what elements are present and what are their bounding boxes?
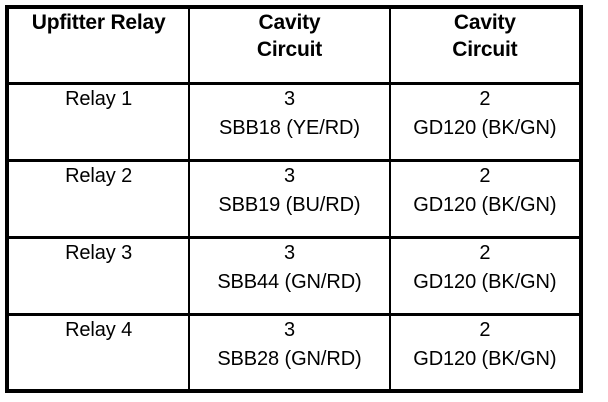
cell-cavity-circuit-b: 2 GD120 (BK/GN) <box>388 160 581 239</box>
cavity-number-text: 3 <box>283 87 295 110</box>
circuit-code-text: GD120 (BK/GN) <box>413 116 557 139</box>
cell-relay-name: Relay 3 <box>7 237 190 316</box>
table-row: Relay 4 3 SBB28 (GN/RD) 2 GD120 (BK/GN) <box>7 314 581 391</box>
cavity-number-text: 3 <box>283 318 295 341</box>
cell-relay-name: Relay 1 <box>7 83 190 162</box>
column-header-cavity-circuit-b-line-2: Circuit <box>452 38 518 61</box>
cell-relay-name: Relay 4 <box>7 314 190 391</box>
table-row: Relay 1 3 SBB18 (YE/RD) 2 GD120 (BK/GN) <box>7 83 581 162</box>
cell-cavity-circuit-a: 3 SBB18 (YE/RD) <box>188 83 390 162</box>
table-row: Relay 3 3 SBB44 (GN/RD) 2 GD120 (BK/GN) <box>7 237 581 316</box>
column-header-cavity-circuit-b-line-1: Cavity <box>453 11 516 34</box>
cavity-number-text: 2 <box>479 318 491 341</box>
cavity-number-text: 2 <box>479 164 491 187</box>
column-header-upfitter-relay: Upfitter Relay <box>7 7 190 85</box>
column-header-cavity-circuit-a-line-1: Cavity <box>258 11 321 34</box>
table-header-row: Upfitter Relay Cavity Circuit Cavity Cir… <box>7 7 581 85</box>
circuit-code-text: SBB19 (BU/RD) <box>218 193 361 216</box>
cell-cavity-circuit-a: 3 SBB44 (GN/RD) <box>188 237 390 316</box>
column-header-cavity-circuit-a-line-2: Circuit <box>256 38 323 61</box>
cell-cavity-circuit-b: 2 GD120 (BK/GN) <box>388 237 581 316</box>
cell-cavity-circuit-b: 2 GD120 (BK/GN) <box>388 314 581 391</box>
cell-relay-name: Relay 2 <box>7 160 190 239</box>
relay-name-text: Relay 2 <box>65 164 133 187</box>
cell-cavity-circuit-b: 2 GD120 (BK/GN) <box>388 83 581 162</box>
column-header-cavity-circuit-b: Cavity Circuit <box>388 7 581 85</box>
circuit-code-text: GD120 (BK/GN) <box>413 193 557 216</box>
cell-cavity-circuit-a: 3 SBB19 (BU/RD) <box>188 160 390 239</box>
upfitter-relay-table: Upfitter Relay Cavity Circuit Cavity Cir… <box>5 5 583 393</box>
circuit-code-text: SBB18 (YE/RD) <box>218 116 360 139</box>
table-header: Upfitter Relay Cavity Circuit Cavity Cir… <box>7 7 581 85</box>
relay-name-text: Relay 1 <box>65 87 133 110</box>
circuit-code-text: SBB28 (GN/RD) <box>217 347 362 370</box>
circuit-code-text: GD120 (BK/GN) <box>413 347 557 370</box>
cavity-number-text: 3 <box>283 241 295 264</box>
cavity-number-text: 2 <box>479 241 491 264</box>
table-body: Relay 1 3 SBB18 (YE/RD) 2 GD120 (BK/GN) … <box>7 83 581 391</box>
circuit-code-text: GD120 (BK/GN) <box>413 270 557 293</box>
cavity-number-text: 2 <box>479 87 491 110</box>
cell-cavity-circuit-a: 3 SBB28 (GN/RD) <box>188 314 390 391</box>
table-row: Relay 2 3 SBB19 (BU/RD) 2 GD120 (BK/GN) <box>7 160 581 239</box>
relay-name-text: Relay 3 <box>65 241 133 264</box>
cavity-number-text: 3 <box>283 164 295 187</box>
column-header-cavity-circuit-a: Cavity Circuit <box>188 7 390 85</box>
circuit-code-text: SBB44 (GN/RD) <box>217 270 362 293</box>
column-header-upfitter-relay-line-1: Upfitter Relay <box>31 11 166 34</box>
relay-name-text: Relay 4 <box>65 318 133 341</box>
